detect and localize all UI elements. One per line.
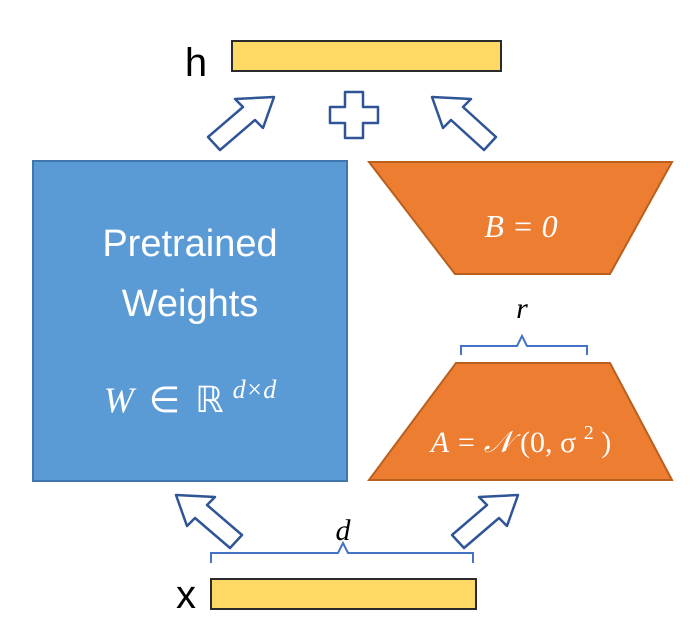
matrix-a-trapezoid bbox=[367, 362, 674, 481]
dim-label: d bbox=[336, 514, 352, 547]
input-label: x bbox=[176, 573, 196, 617]
rank-brace bbox=[460, 333, 588, 355]
formula-w: W bbox=[104, 380, 137, 420]
pretrained-formula: W ∈ ℝ d×d bbox=[104, 375, 277, 420]
plus-icon bbox=[328, 90, 380, 140]
output-vector bbox=[231, 40, 502, 72]
rank-label: r bbox=[516, 292, 528, 325]
formula-reals: ℝ bbox=[195, 380, 224, 420]
output-label: h bbox=[185, 41, 207, 85]
formula-element-of: ∈ bbox=[149, 380, 180, 420]
matrix-b-formula: B = 0 bbox=[484, 208, 557, 244]
formula-exponent: d×d bbox=[233, 375, 278, 404]
arrow-up-right-icon bbox=[206, 95, 276, 152]
matrix-b-trapezoid bbox=[366, 161, 674, 275]
pretrained-title-line1: Pretrained bbox=[102, 223, 277, 265]
pretrained-title-line2: Weights bbox=[122, 283, 259, 325]
formula-normal: 𝒩 bbox=[484, 426, 522, 459]
formula-square: 2 bbox=[584, 422, 594, 444]
arrow-up-left-icon bbox=[430, 95, 498, 152]
formula-args: (0, σ bbox=[520, 426, 576, 459]
dim-brace bbox=[210, 540, 474, 563]
matrix-a-formula: A = 𝒩 (0, σ 2 ) bbox=[429, 413, 611, 459]
arrow-up-right-icon bbox=[450, 493, 520, 550]
formula-a-lhs: A = bbox=[429, 426, 484, 459]
arrow-up-left-icon bbox=[174, 493, 244, 550]
input-vector bbox=[210, 578, 477, 610]
pretrained-weights-box bbox=[32, 160, 348, 482]
formula-close: ) bbox=[601, 426, 611, 459]
